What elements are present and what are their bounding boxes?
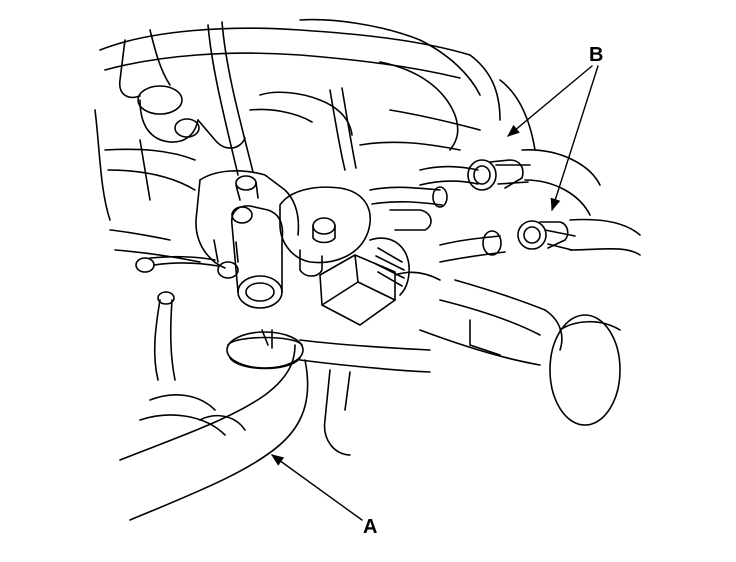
callout-label-a: A bbox=[363, 516, 378, 538]
valve-connector bbox=[320, 238, 440, 325]
center-cover bbox=[280, 187, 370, 276]
upper-vertical-hoses bbox=[208, 22, 356, 200]
right-frame bbox=[420, 80, 620, 425]
canister-part bbox=[138, 86, 245, 148]
background-engine-parts bbox=[95, 20, 500, 262]
lower-cross-member bbox=[155, 292, 430, 455]
upper-hose-clamp bbox=[468, 150, 600, 215]
right-pipes bbox=[370, 167, 505, 262]
lower-radiator-hose bbox=[120, 330, 308, 520]
callout-label-b: B bbox=[589, 44, 604, 66]
lower-hose-clamp bbox=[518, 220, 640, 255]
leader-a bbox=[270, 454, 362, 520]
water-outlet-housing bbox=[136, 171, 298, 308]
leader-b-lower bbox=[550, 66, 598, 212]
leader-b-upper bbox=[507, 66, 592, 137]
callout-leaders bbox=[270, 66, 598, 520]
